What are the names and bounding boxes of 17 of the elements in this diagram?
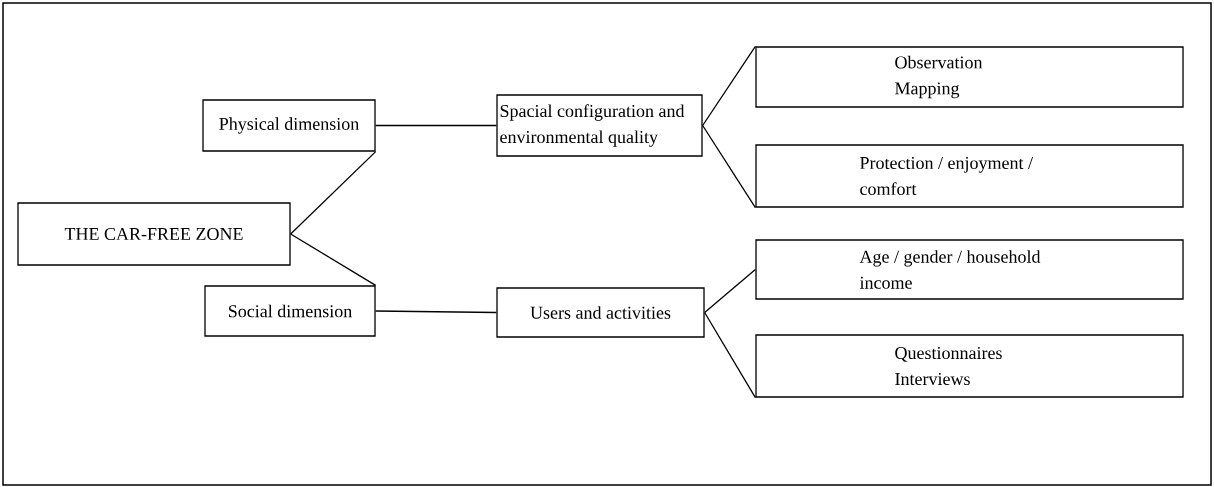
text-box: Protection / enjoyment / comfort xyxy=(755,144,1184,208)
connector-line xyxy=(704,311,756,399)
connector-line xyxy=(704,268,756,314)
connector-line xyxy=(702,124,756,209)
text-box: Observation Mapping xyxy=(755,46,1184,108)
connector-line xyxy=(702,45,756,127)
text-box: Social dimension xyxy=(204,285,376,337)
connector-line xyxy=(375,310,497,314)
connector-line xyxy=(290,233,377,286)
text-box: Physical dimension xyxy=(202,99,376,152)
text-box: Questionnaires Interviews xyxy=(755,334,1184,398)
connector-line xyxy=(375,124,497,127)
connector-line xyxy=(290,151,377,235)
text-box: Users and activities xyxy=(496,287,705,338)
text-box: Age / gender / household income xyxy=(755,239,1184,300)
text-box: THE CAR-FREE ZONE xyxy=(17,202,291,266)
text-box: Spacial configuration and environmental quality xyxy=(496,94,703,157)
